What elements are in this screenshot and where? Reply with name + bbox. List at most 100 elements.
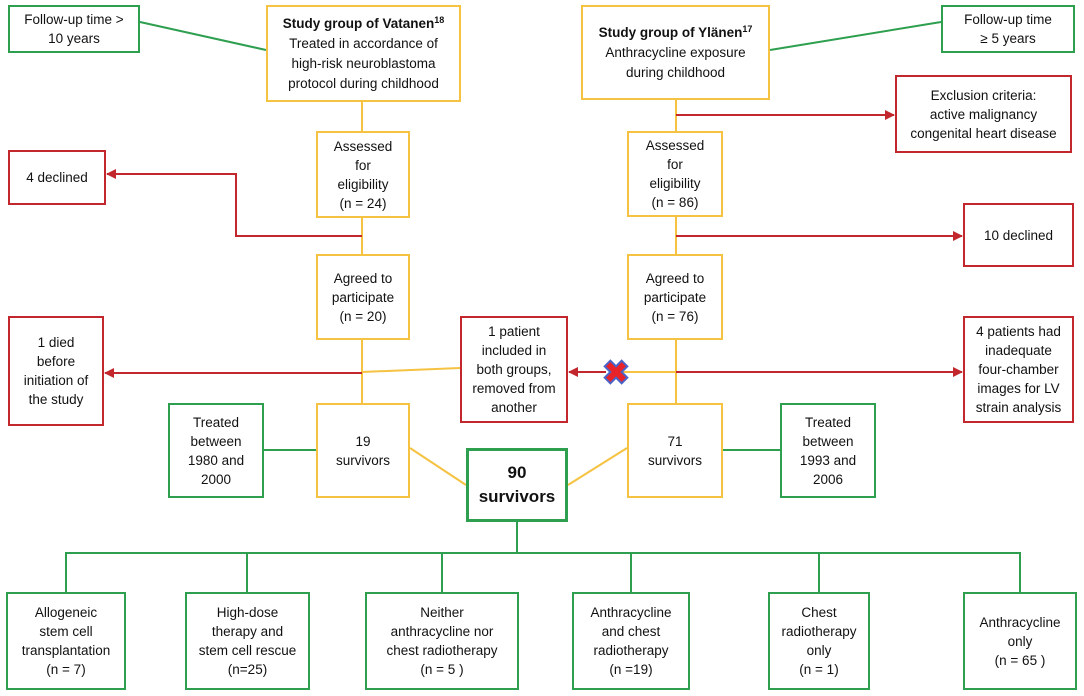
box-line: transplantation (21, 643, 111, 658)
box-line: (n = 24) (339, 195, 387, 211)
ylanen-title: Study group of Ylänen17 (599, 23, 753, 43)
box-line: 2006 (812, 471, 844, 487)
box-line: high-risk neuroblastoma (291, 55, 436, 71)
died-box: 1 died before initiation of the study (8, 316, 104, 426)
box-line: another (491, 400, 537, 415)
right-agreed-box: Agreed to participate (n = 76) (627, 254, 723, 340)
duplicate-patient-box: 1 patient included in both groups, remov… (460, 316, 568, 423)
box-line: (n = 7) (46, 662, 86, 677)
box-line: and chest (601, 624, 661, 639)
box-line: High-dose (216, 605, 279, 620)
box-line: therapy and (211, 624, 284, 639)
box-line: during childhood (625, 64, 726, 80)
box-line: four-chamber (978, 362, 1059, 377)
box-line: images for LV (977, 381, 1060, 396)
connector-follow-up-right (769, 21, 942, 51)
box-line: between (802, 433, 854, 449)
box-line: Agreed to (645, 270, 705, 286)
left-declined-box: 4 declined (8, 150, 106, 205)
group-allogeneic-box: Allogeneic stem cell transplantation (n … (6, 592, 126, 690)
total-survivors-box: 90 survivors (466, 448, 568, 522)
box-line: radiotherapy (781, 624, 857, 639)
box-line: congenital heart disease (910, 125, 1057, 141)
ylanen-study-box: Study group of Ylänen17 Anthracycline ex… (581, 5, 770, 100)
box-line: 10 declined (983, 227, 1054, 243)
box-line: 1980 and (187, 452, 245, 468)
box-line: (n =19) (609, 662, 653, 677)
vatanen-title: Study group of Vatanen18 (283, 14, 445, 34)
box-line: for (667, 157, 683, 172)
box-line: Treated (192, 414, 240, 430)
box-line: 19 (355, 433, 371, 449)
connector-right-survivors-to-total (567, 447, 628, 486)
box-line: 2000 (200, 471, 232, 487)
follow-up-right-box: Follow-up time ≥ 5 years (941, 5, 1075, 53)
box-line: 4 declined (26, 170, 88, 185)
box-line: (n=25) (227, 662, 268, 677)
box-line: Assessed (333, 138, 393, 154)
box-line: Exclusion criteria: (930, 87, 1037, 103)
box-line: only (806, 643, 832, 658)
box-line: Anthracycline (590, 605, 672, 620)
box-line: anthracycline nor (390, 624, 494, 639)
box-line: between (190, 433, 242, 449)
box-line: (n = 65 ) (994, 652, 1046, 668)
vatanen-ref: 18 (434, 14, 445, 25)
box-line: survivors (647, 452, 702, 468)
box-line: (n = 1) (799, 662, 839, 677)
box-line: (n = 86) (651, 195, 699, 210)
group-neither-box: Neither anthracycline nor chest radiothe… (365, 592, 519, 690)
group-high-dose-box: High-dose therapy and stem cell rescue (… (185, 592, 310, 690)
right-declined-box: 10 declined (963, 203, 1074, 267)
box-line: 90 (507, 463, 527, 482)
box-line: both groups, (476, 362, 552, 377)
box-line: eligibility (337, 176, 389, 192)
vatanen-title-text: Study group of Vatanen (282, 15, 435, 31)
box-line: for (355, 157, 371, 173)
box-line: eligibility (649, 176, 701, 191)
follow-up-left-box: Follow-up time > 10 years (8, 5, 140, 53)
box-line: (n = 5 ) (420, 662, 464, 677)
group-chest-only-box: Chest radiotherapy only (n = 1) (768, 592, 870, 690)
box-line: only (1007, 633, 1033, 649)
group-anthracycline-chest-box: Anthracycline and chest radiotherapy (n … (572, 592, 690, 690)
box-line: Chest (801, 605, 837, 620)
box-line: strain analysis (975, 400, 1062, 415)
right-survivors-box: 71 survivors (627, 403, 723, 498)
connector-follow-up-left (139, 21, 267, 51)
box-line: Treated (804, 414, 852, 430)
box-line: stem cell (39, 624, 93, 639)
exclusion-criteria-box: Exclusion criteria: active malignancy co… (895, 75, 1072, 153)
box-line: survivors (478, 487, 556, 506)
box-line: (n = 76) (651, 308, 699, 324)
box-line: Assessed (645, 138, 705, 153)
box-line: Neither (420, 605, 464, 620)
box-line: Treated in accordance of (289, 35, 438, 51)
connector-left-survivors-to-total (409, 447, 467, 486)
box-line: Anthracycline exposure (605, 44, 746, 60)
box-line: inadequate (985, 343, 1052, 358)
box-line: protocol during childhood (288, 75, 439, 91)
box-line: ≥ 5 years (980, 31, 1036, 46)
group-anthracycline-only-box: Anthracycline only (n = 65 ) (963, 592, 1077, 690)
box-line: Anthracycline (979, 614, 1061, 630)
ylanen-ref: 17 (742, 23, 753, 34)
box-line: Follow-up time (964, 12, 1052, 27)
right-treated-period-box: Treated between 1993 and 2006 (780, 403, 876, 498)
left-agreed-box: Agreed to participate (n = 20) (316, 254, 410, 340)
inadequate-images-box: 4 patients had inadequate four-chamber i… (963, 316, 1074, 423)
box-line: active malignancy (929, 106, 1038, 122)
box-line: 10 years (48, 31, 100, 46)
box-line: (n = 20) (339, 308, 387, 324)
box-line: removed from (472, 381, 556, 396)
box-line: initiation of (23, 373, 89, 388)
box-line: before (36, 354, 76, 369)
box-line: 1 died (37, 335, 75, 350)
box-line: 1 patient (488, 324, 540, 339)
arrow-left-declined (106, 169, 362, 237)
vatanen-study-box: Study group of Vatanen18 Treated in acco… (266, 5, 461, 102)
ylanen-title-text: Study group of Ylänen (598, 24, 743, 40)
box-line: included in (481, 343, 547, 358)
